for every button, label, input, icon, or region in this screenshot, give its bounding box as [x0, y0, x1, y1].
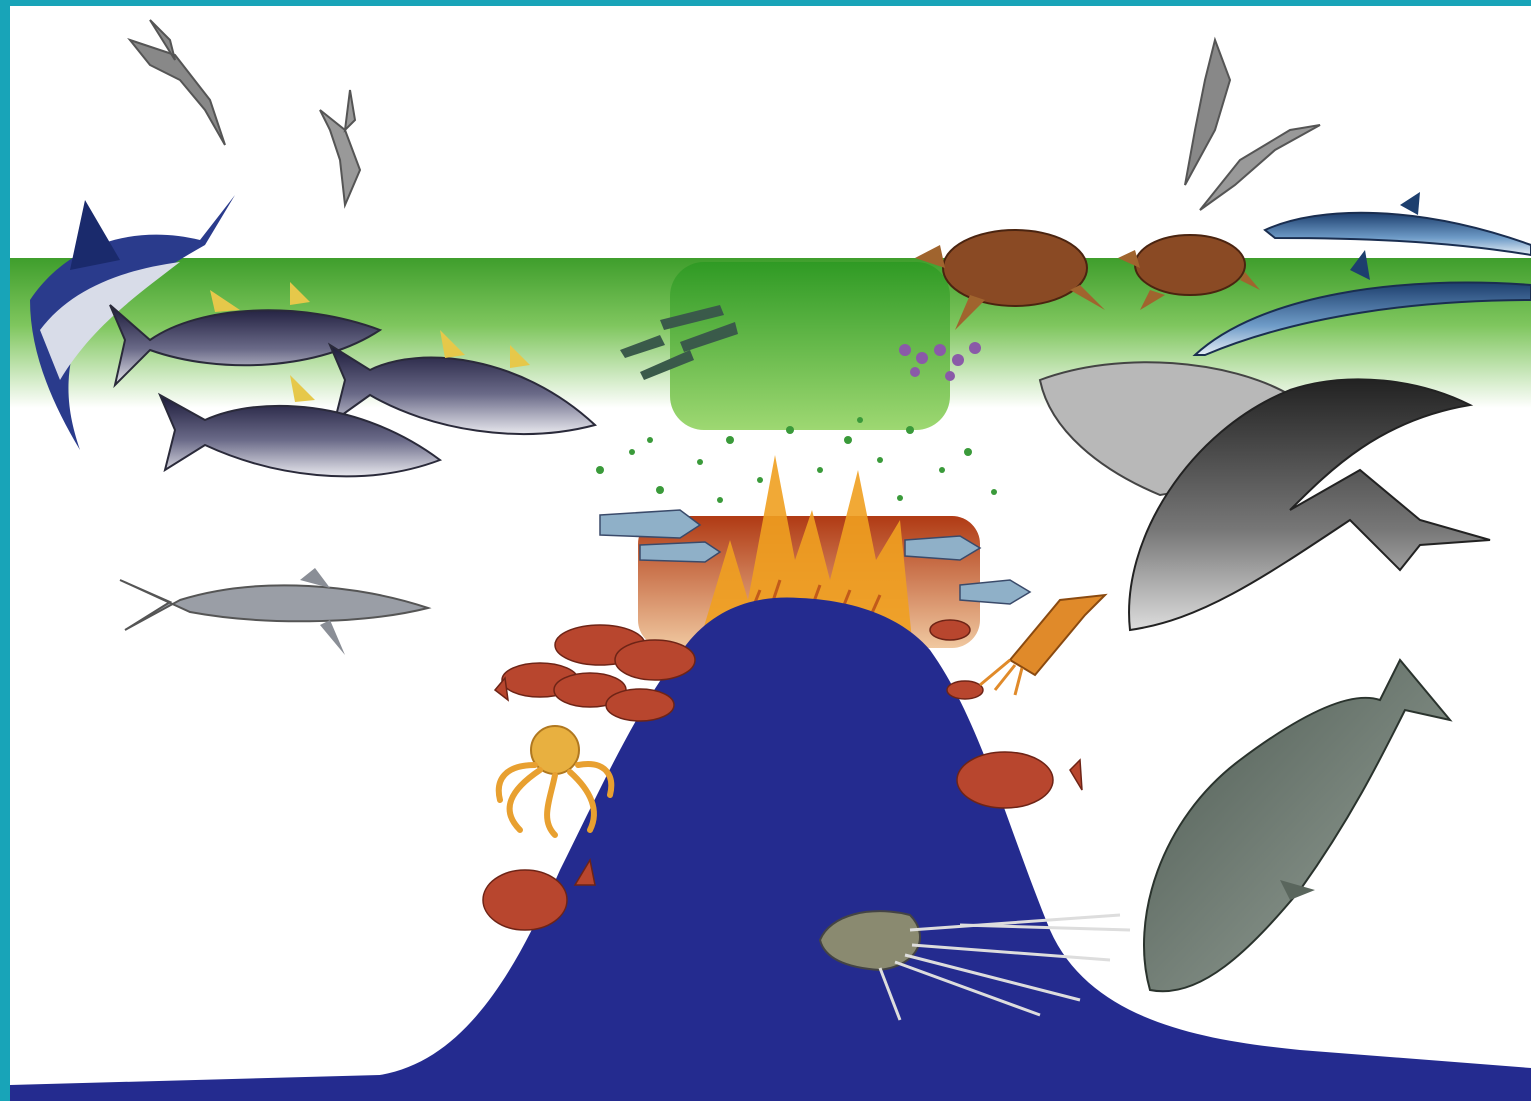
sperm-whale-icon [1144, 660, 1450, 991]
octopus-icon [499, 726, 611, 835]
bird-icon [1200, 125, 1320, 210]
shark-icon [120, 568, 428, 655]
bird-icon [320, 90, 360, 205]
bird-icon [1185, 40, 1230, 185]
dolphin-icon [1265, 192, 1531, 255]
squid-icon [980, 595, 1105, 695]
bird-icon [130, 20, 225, 145]
